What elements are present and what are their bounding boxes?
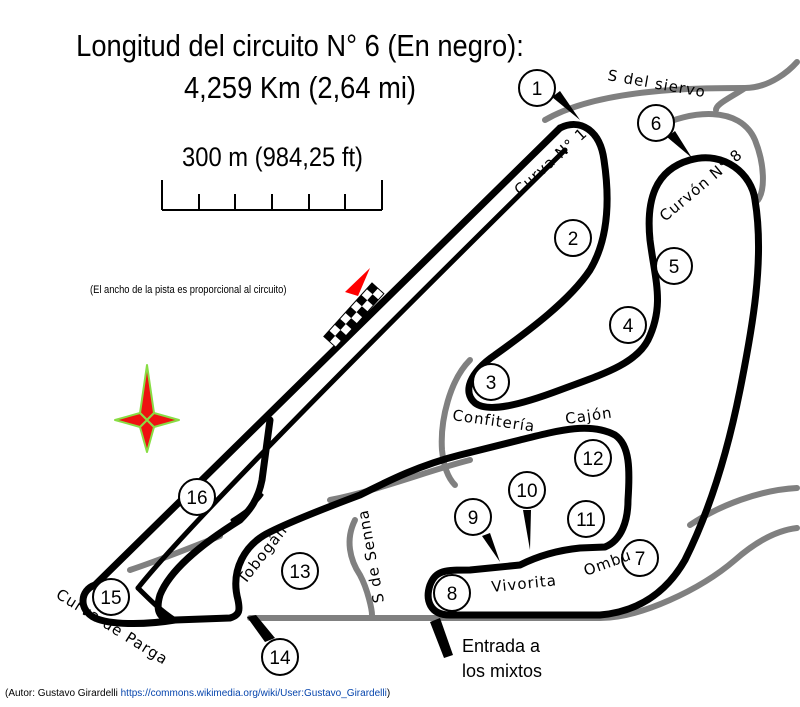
svg-text:3: 3 bbox=[486, 373, 497, 394]
turn-markers: 1 2 3 4 5 6 7 8 9 10 11 12 13 14 15 16 bbox=[92, 69, 693, 676]
scale-label: 300 m (984,25 ft) bbox=[182, 142, 363, 172]
title-line-2: 4,259 Km (2,64 mi) bbox=[184, 70, 416, 105]
finish-line bbox=[323, 282, 385, 348]
marker-7: 7 bbox=[621, 539, 659, 577]
marker-3: 3 bbox=[472, 363, 510, 401]
svg-text:1: 1 bbox=[532, 79, 543, 100]
marker-12: 12 bbox=[574, 439, 612, 477]
svg-text:6: 6 bbox=[651, 114, 662, 135]
svg-text:2: 2 bbox=[568, 229, 579, 250]
grey-outer-north bbox=[652, 111, 766, 203]
main-straight-b bbox=[135, 147, 568, 591]
svg-text:15: 15 bbox=[100, 588, 121, 609]
marker-9: 9 bbox=[454, 498, 492, 536]
label-cajon: Cajón bbox=[564, 404, 614, 428]
svg-text:13: 13 bbox=[289, 562, 310, 583]
author-credit: (Autor: Gustavo Girardelli https://commo… bbox=[5, 688, 390, 699]
label-vivorita: Vivorita bbox=[491, 571, 558, 596]
inner-spur bbox=[230, 493, 264, 522]
credit-author: (Autor: Gustavo Girardelli bbox=[5, 688, 121, 699]
label-s-de-senna: S de Senna bbox=[354, 508, 388, 604]
grey-confiteria bbox=[438, 357, 473, 488]
pointer-6 bbox=[667, 131, 692, 158]
marker-10: 10 bbox=[508, 471, 546, 509]
marker-5: 5 bbox=[655, 247, 693, 285]
svg-text:11: 11 bbox=[576, 510, 596, 531]
grey-bottom bbox=[247, 525, 800, 621]
label-entrada-l1: Entrada a bbox=[462, 636, 541, 656]
marker-15: 15 bbox=[92, 578, 130, 616]
svg-text:7: 7 bbox=[635, 549, 646, 570]
pointer-10 bbox=[523, 510, 531, 550]
marker-8: 8 bbox=[433, 574, 471, 612]
main-straight-a bbox=[91, 124, 564, 589]
svg-text:10: 10 bbox=[516, 481, 537, 502]
pointer-entrada bbox=[430, 618, 453, 658]
curva-1-section bbox=[154, 121, 762, 624]
grey-s-del-siervo bbox=[542, 59, 800, 123]
marker-pointers bbox=[247, 91, 692, 658]
pointer-1 bbox=[552, 91, 580, 120]
label-entrada-l2: los mixtos bbox=[462, 661, 542, 681]
svg-text:5: 5 bbox=[669, 257, 680, 278]
marker-14: 14 bbox=[261, 638, 299, 676]
credit-close: ) bbox=[386, 688, 391, 699]
marker-11: 11 bbox=[567, 500, 605, 538]
marker-6: 6 bbox=[637, 104, 675, 142]
curve-labels: Curva N° 1 Curvón N° 8 S del siervo Conf… bbox=[53, 66, 746, 681]
svg-text:12: 12 bbox=[582, 449, 603, 470]
main-track bbox=[79, 121, 762, 627]
tobogan-link bbox=[135, 585, 178, 623]
pointer-14 bbox=[247, 615, 275, 642]
curva-de-parga bbox=[79, 581, 179, 627]
marker-2: 2 bbox=[554, 219, 592, 257]
credit-link[interactable]: https://commons.wikimedia.org/wiki/User:… bbox=[120, 688, 387, 699]
marker-4: 4 bbox=[609, 306, 647, 344]
svg-text:14: 14 bbox=[269, 648, 291, 669]
grey-senna bbox=[346, 517, 375, 618]
svg-text:8: 8 bbox=[447, 584, 458, 605]
marker-16: 16 bbox=[178, 478, 216, 516]
marker-1: 1 bbox=[518, 69, 556, 107]
grey-siervo-link bbox=[713, 85, 748, 113]
pointer-9 bbox=[482, 533, 500, 562]
svg-text:16: 16 bbox=[186, 488, 207, 509]
direction-flag-icon bbox=[345, 268, 370, 296]
svg-text:9: 9 bbox=[468, 508, 479, 529]
track-width-note: (El ancho de la pista es proporcional al… bbox=[90, 284, 287, 296]
compass-rose-icon bbox=[114, 364, 180, 453]
marker-13: 13 bbox=[281, 552, 319, 590]
scale-bar bbox=[161, 180, 383, 211]
svg-text:4: 4 bbox=[623, 316, 634, 337]
title-line-1: Longitud del circuito N° 6 (En negro): bbox=[76, 28, 524, 63]
